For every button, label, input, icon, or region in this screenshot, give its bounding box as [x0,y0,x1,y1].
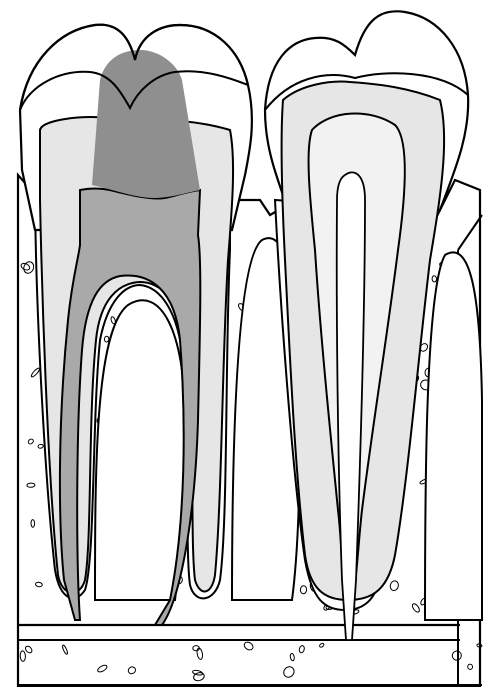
interradicular-bone-left [95,300,185,600]
interradicular-bone-right [425,252,482,620]
